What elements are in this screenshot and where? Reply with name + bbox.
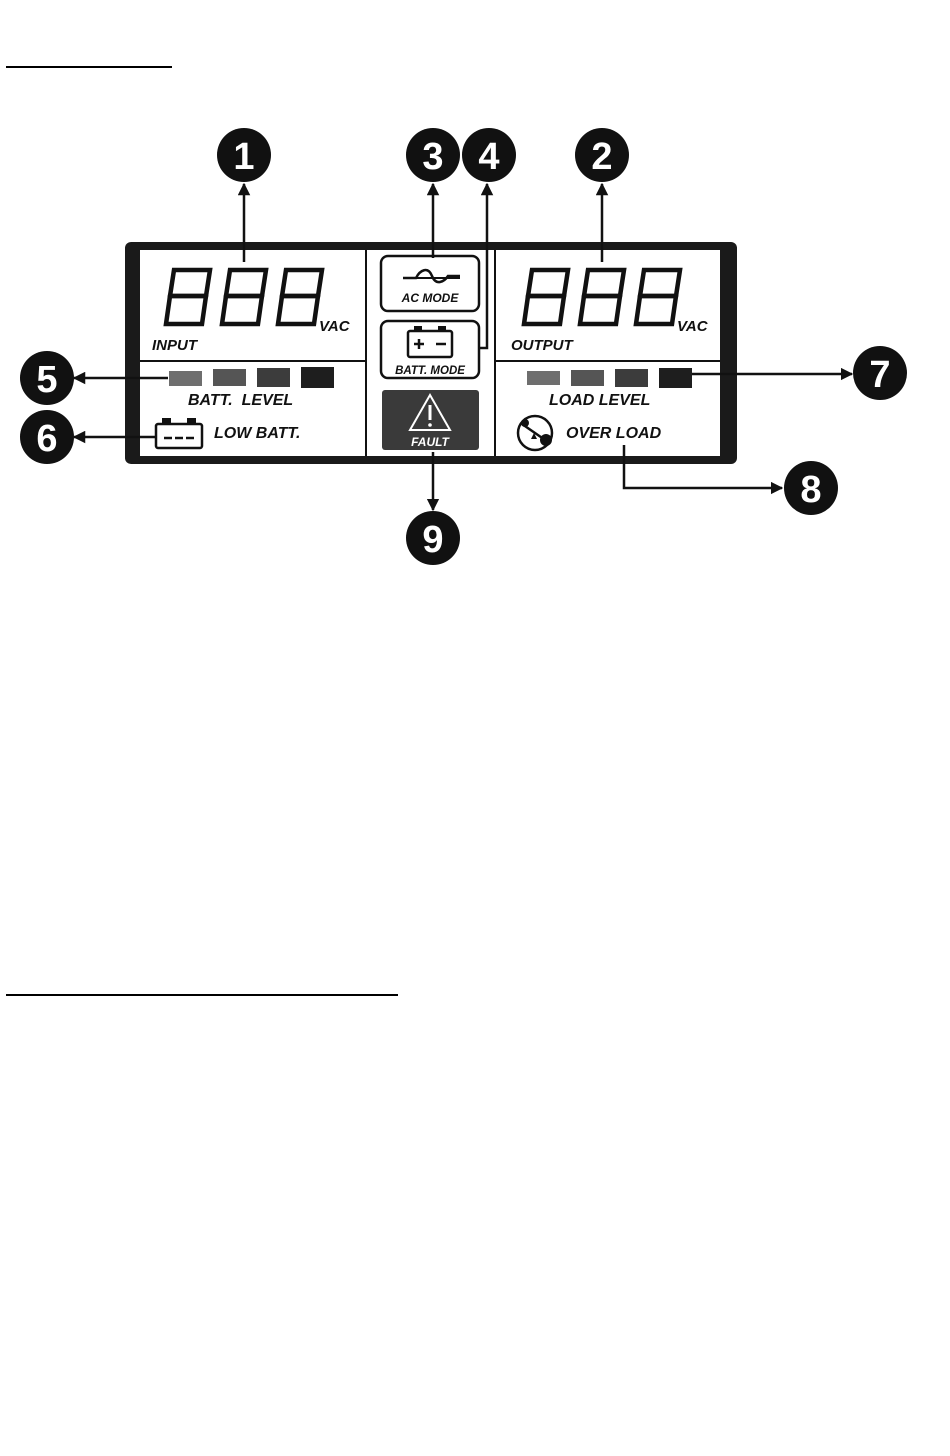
callout-9: 9 [406,511,460,565]
callout-3: 3 [406,128,460,182]
svg-text:1: 1 [233,136,254,178]
svg-text:4: 4 [478,136,499,178]
batt-level-bar-4 [301,367,334,388]
batt-level-label: BATT. LEVEL [188,392,293,409]
svg-text:8: 8 [800,469,821,511]
svg-text:7: 7 [869,354,890,396]
input-label: INPUT [152,337,199,354]
output-label: OUTPUT [511,337,575,354]
low-batt-label: LOW BATT. [214,425,301,442]
batt-level-bar-1 [169,371,202,386]
batt-level-bar-2 [213,369,246,386]
load-level-bar-1 [527,371,560,385]
input-unit: VAC [319,318,351,335]
load-level-bar-2 [571,370,604,386]
lcd-panel-diagram: VAC INPUT VAC OUTPUT AC MODE BATT. MODE … [0,0,950,600]
callout-6: 6 [20,410,74,464]
output-unit: VAC [677,318,709,335]
batt-level-bar-3 [257,368,290,387]
ac-mode-label: AC MODE [401,291,460,305]
fault-label: FAULT [411,435,450,449]
batt-mode-label: BATT. MODE [395,365,465,377]
callout-5: 5 [20,351,74,405]
callout-7: 7 [853,346,907,400]
load-level-label: LOAD LEVEL [549,392,650,409]
callout-2: 2 [575,128,629,182]
section-underline-bottom [6,994,398,996]
over-load-label: OVER LOAD [566,425,662,442]
callout-4: 4 [462,128,516,182]
svg-text:5: 5 [36,359,57,401]
svg-text:9: 9 [422,519,443,561]
callout-1: 1 [217,128,271,182]
load-level-bar-4 [659,368,692,388]
svg-text:3: 3 [422,136,443,178]
svg-text:2: 2 [591,136,612,178]
callout-8: 8 [784,461,838,515]
load-level-bar-3 [615,369,648,387]
svg-text:6: 6 [36,418,57,460]
